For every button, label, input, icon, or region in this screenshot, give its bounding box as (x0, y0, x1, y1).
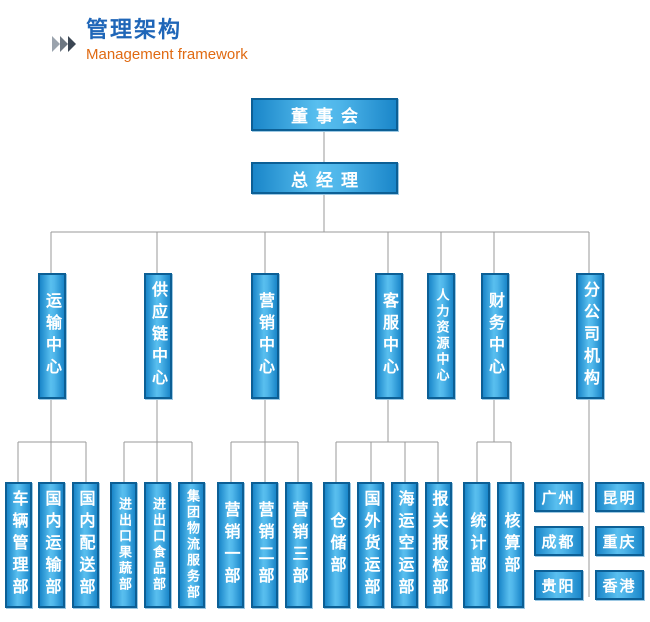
branch-hong-kong: 香港 (595, 570, 644, 600)
dept-warehousing: 仓储部 (323, 482, 350, 608)
center-marketing: 营销中心 (251, 273, 279, 399)
board-of-directors-box: 董事会 (251, 98, 398, 131)
dept-import-export-food: 进出口食品部 (144, 482, 171, 608)
page-subtitle: Management framework (86, 46, 248, 63)
triple-chevron-icon (52, 36, 76, 52)
dept-accounting: 核算部 (497, 482, 524, 608)
branch-guangzhou: 广州 (534, 482, 583, 512)
page-title: 管理架构 (86, 18, 183, 43)
branch-chongqing: 重庆 (595, 526, 644, 556)
dept-vehicle-management: 车辆管理部 (5, 482, 32, 608)
branch-guiyang: 贵阳 (534, 570, 583, 600)
dept-group-logistics-service: 集团物流服务部 (178, 482, 205, 608)
dept-customs-inspection: 报关报检部 (425, 482, 452, 608)
general-manager-box: 总经理 (251, 162, 398, 194)
dept-marketing-2: 营销二部 (251, 482, 278, 608)
dept-domestic-delivery: 国内配送部 (72, 482, 99, 608)
branch-kunming: 昆明 (595, 482, 644, 512)
dept-statistics: 统计部 (463, 482, 490, 608)
dept-international-freight: 国外货运部 (357, 482, 384, 608)
center-finance: 财务中心 (481, 273, 509, 399)
center-customer-service: 客服中心 (375, 273, 403, 399)
center-supply-chain: 供应链中心 (144, 273, 172, 399)
branch-chengdu: 成都 (534, 526, 583, 556)
dept-import-export-produce: 进出口果蔬部 (110, 482, 137, 608)
center-branches: 分公司机构 (576, 273, 604, 399)
dept-marketing-3: 营销三部 (285, 482, 312, 608)
dept-marketing-1: 营销一部 (217, 482, 244, 608)
dept-domestic-transport: 国内运输部 (38, 482, 65, 608)
center-hr: 人力资源中心 (427, 273, 455, 399)
center-transport: 运输中心 (38, 273, 66, 399)
dept-sea-air-freight: 海运空运部 (391, 482, 418, 608)
